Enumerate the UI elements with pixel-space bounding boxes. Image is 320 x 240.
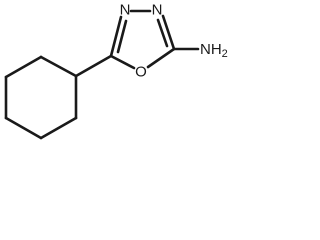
bond-linker bbox=[74, 54, 113, 78]
bond-c2-n3-outer bbox=[161, 14, 176, 51]
chemical-structure-diagram: N N O NH2 bbox=[4, 2, 228, 140]
atom-label-n-right: N bbox=[152, 2, 163, 19]
bond-c5-o bbox=[109, 54, 136, 70]
atom-label-n-left: N bbox=[120, 2, 131, 19]
bond-c2-n3-inner bbox=[156, 18, 169, 48]
cyclohexane-ring bbox=[4, 55, 78, 140]
bond-cy-1 bbox=[39, 55, 78, 78]
bond-cy-4 bbox=[4, 116, 43, 140]
bond-c5-n4-outer bbox=[109, 15, 123, 58]
bond-c5-n4-inner bbox=[116, 19, 128, 54]
bond-cy-2 bbox=[4, 55, 43, 79]
bond-cy-5 bbox=[39, 116, 78, 140]
atom-label-oxygen: O bbox=[135, 64, 147, 81]
amine-subscript: 2 bbox=[222, 48, 228, 60]
oxadiazole-ring bbox=[109, 9, 176, 70]
atom-label-amine: NH2 bbox=[200, 41, 228, 61]
bond-o-c2 bbox=[146, 47, 176, 69]
amine-nh: NH bbox=[200, 41, 222, 58]
